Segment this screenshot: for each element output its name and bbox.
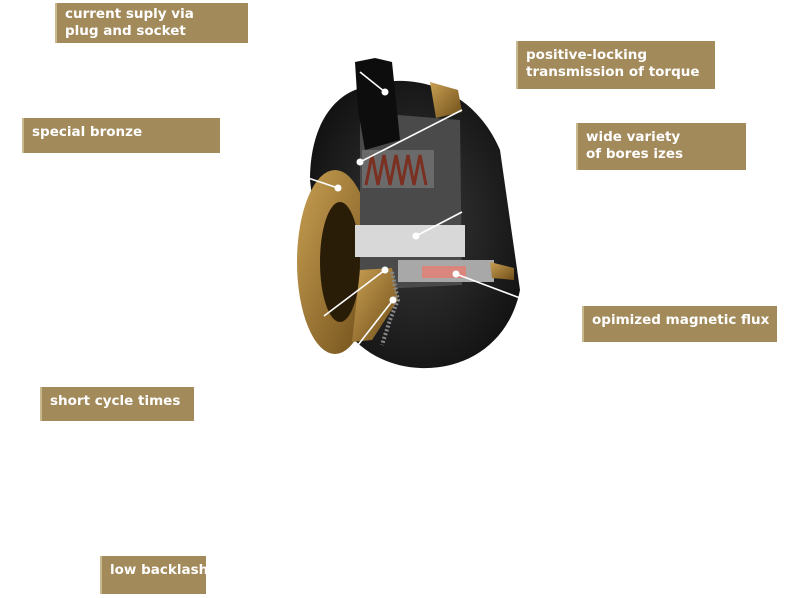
label-positive-locking-line2: transmission of torque bbox=[526, 64, 700, 80]
plug-socket bbox=[355, 58, 400, 150]
label-cycle-times-line1: short cycle times bbox=[50, 393, 181, 409]
label-positive-locking: positive-locking transmission of torque bbox=[516, 41, 715, 89]
label-bore-sizes: wide variety of bores izes bbox=[576, 123, 746, 170]
label-special-bronze: special bronze bbox=[22, 118, 220, 153]
label-current-supply-line1: current suply via bbox=[65, 6, 194, 22]
leader-lines bbox=[301, 71, 521, 346]
label-magnetic-flux: opimized magnetic flux bbox=[582, 306, 777, 342]
label-low-backlash-line1: low backlash bbox=[110, 562, 209, 578]
label-cycle-times: short cycle times bbox=[40, 387, 194, 421]
bronze-rear-ring bbox=[430, 82, 462, 118]
label-special-bronze-line1: special bronze bbox=[32, 124, 143, 140]
leader-dots bbox=[334, 88, 460, 304]
coil bbox=[422, 266, 466, 278]
spring bbox=[364, 154, 428, 186]
label-positive-locking-line1: positive-locking bbox=[526, 47, 648, 63]
label-bore-sizes-line2: of bores izes bbox=[586, 146, 684, 162]
bronze-right-tab bbox=[490, 262, 514, 280]
label-low-backlash: low backlash bbox=[100, 556, 209, 594]
label-current-supply: current suply via plug and socket bbox=[55, 3, 248, 43]
flange-bore bbox=[320, 202, 360, 322]
label-current-supply-line2: plug and socket bbox=[65, 23, 186, 39]
label-bore-sizes-line1: wide variety bbox=[586, 129, 681, 145]
label-magnetic-flux-line1: opimized magnetic flux bbox=[592, 312, 770, 328]
bore-sleeve bbox=[355, 225, 465, 257]
